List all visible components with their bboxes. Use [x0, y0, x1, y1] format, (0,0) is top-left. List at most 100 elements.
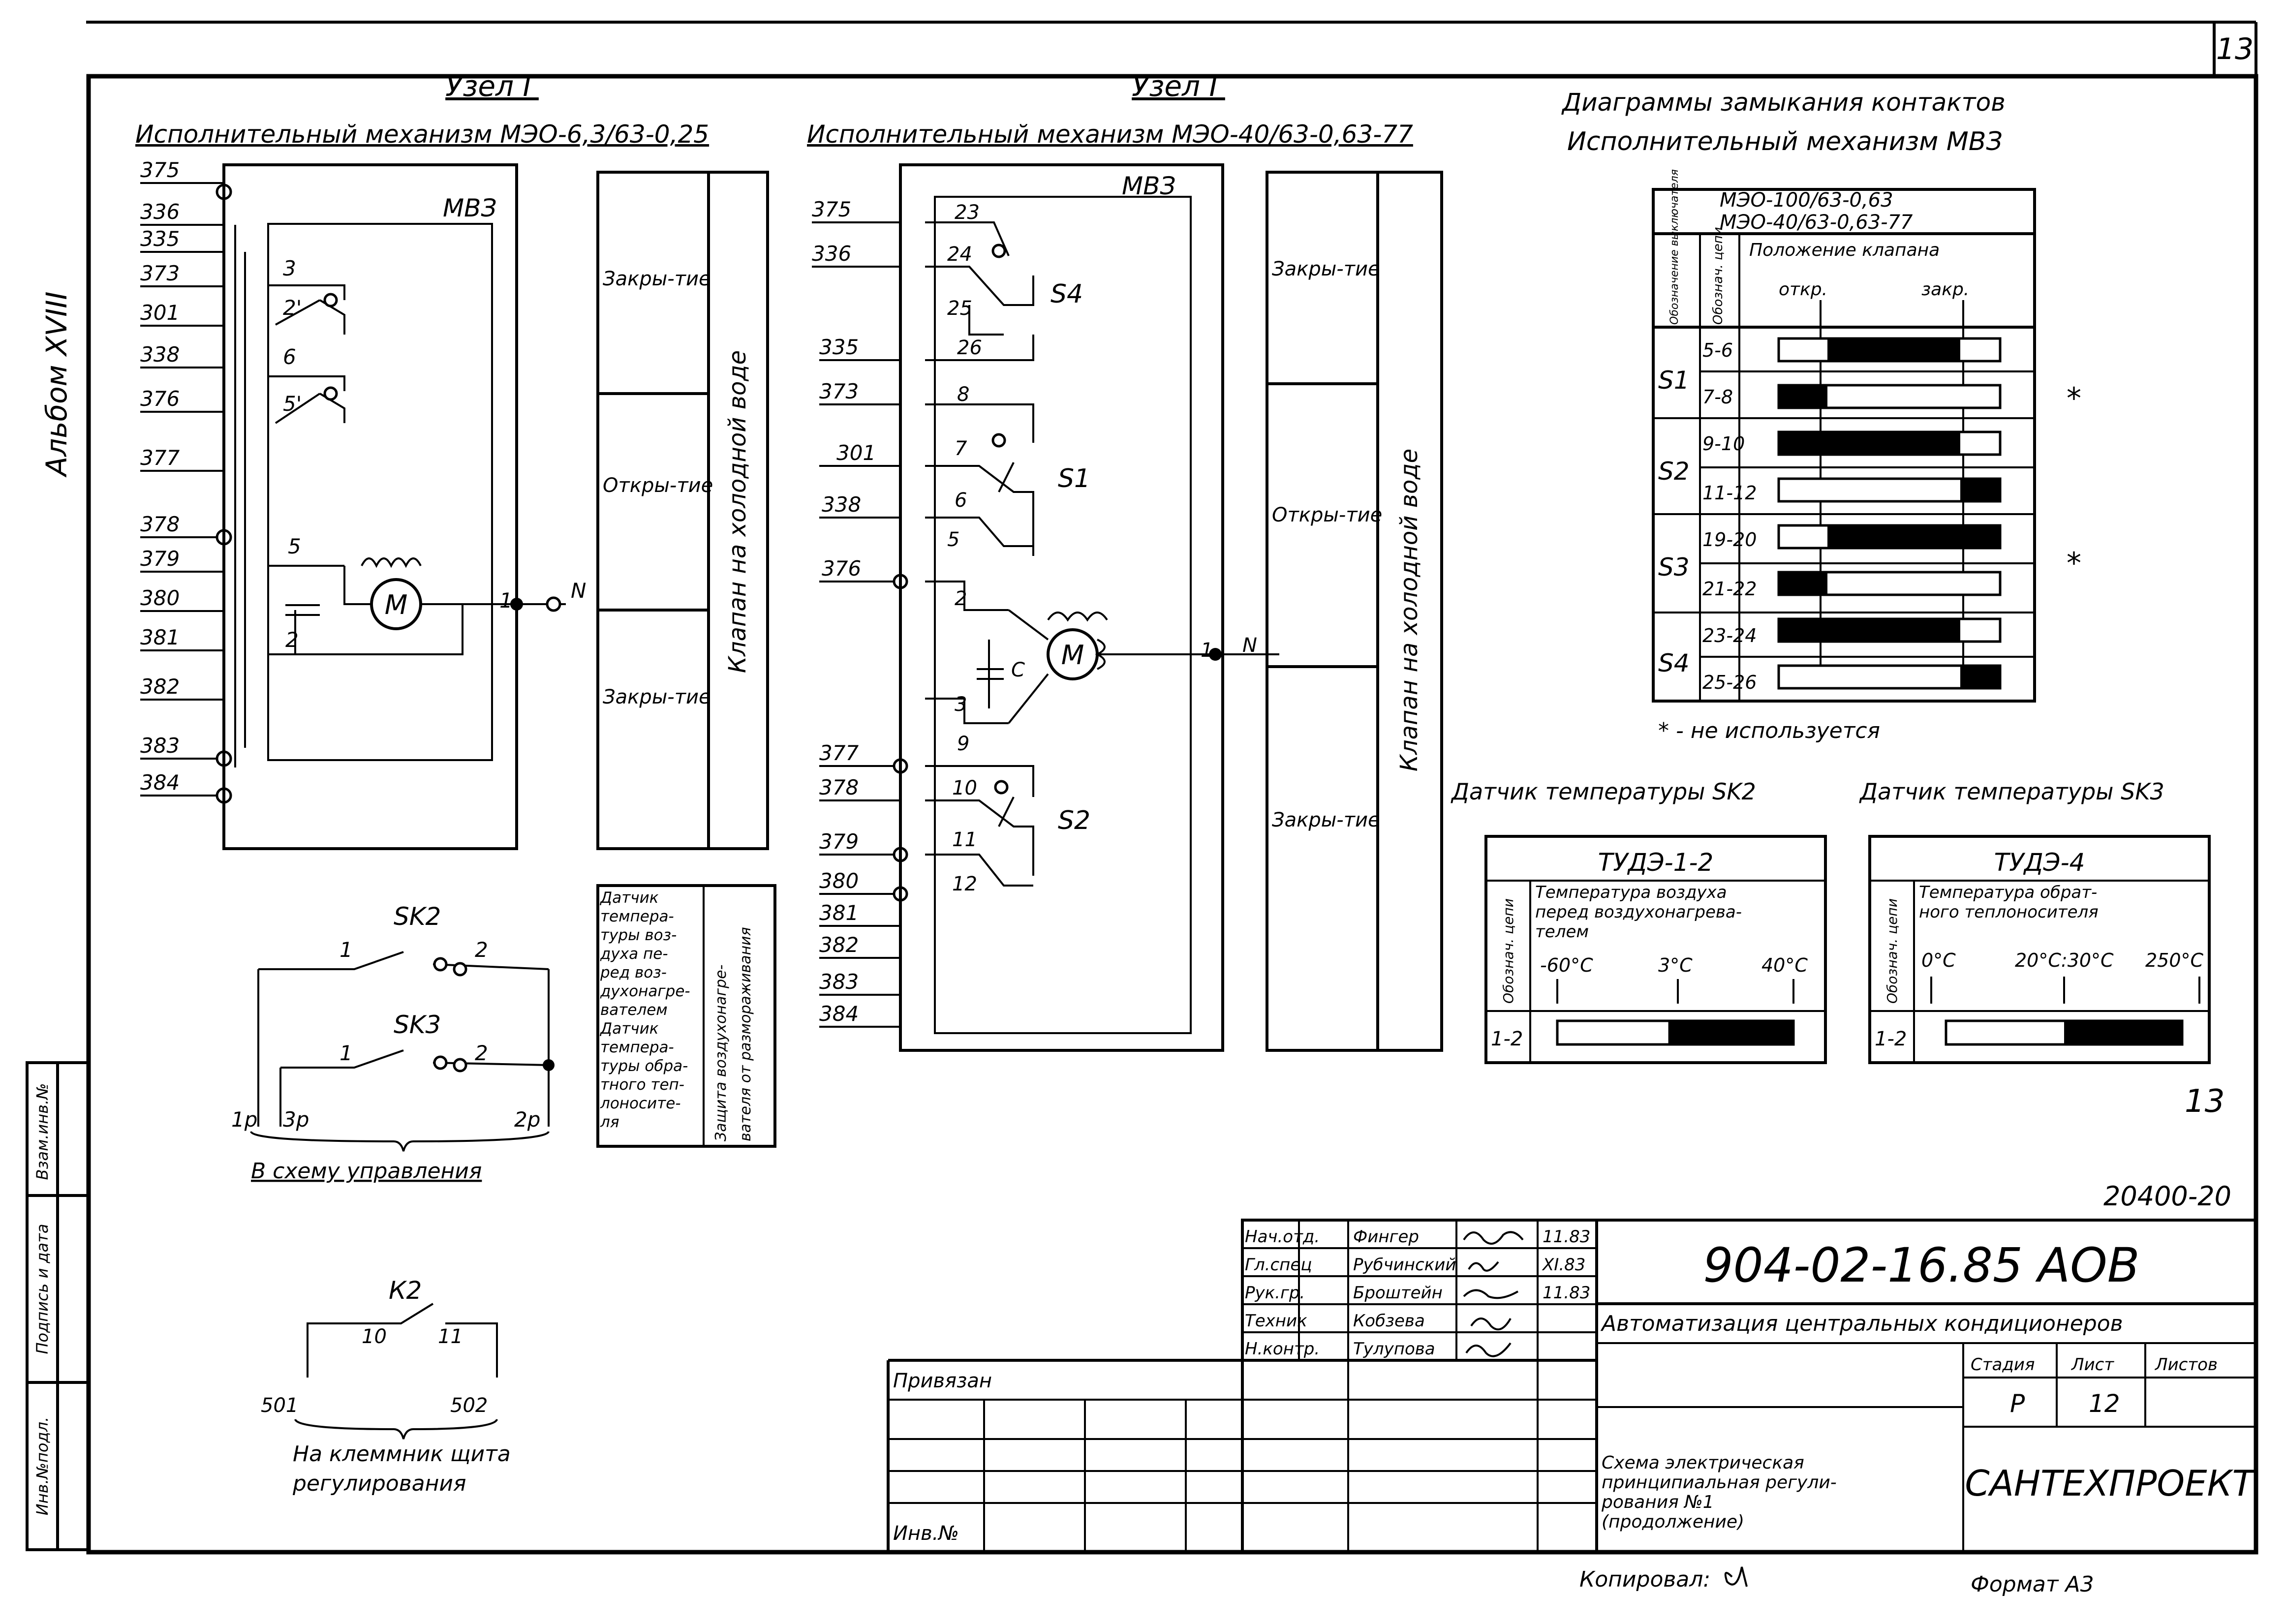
relay-label: К2 — [389, 1276, 422, 1305]
right-node-title: Узел Г — [1132, 69, 1227, 103]
contact-switch-name: S1 — [1658, 366, 1690, 395]
left-terminal-label: 378 — [140, 512, 180, 536]
left-side-label-close2: Закры-тие — [603, 686, 711, 708]
sk3-circuit: 1-2 — [1875, 1028, 1907, 1050]
contact-bar-fill — [1779, 432, 1960, 455]
right-terminal-label: 384 — [819, 1002, 859, 1026]
left-mvz-frame — [222, 163, 518, 850]
desc-line-1: Схема электрическая — [1602, 1453, 1804, 1473]
legend-line: Датчик — [599, 889, 659, 907]
relay-pin-11: 11 — [438, 1325, 463, 1348]
right-terminal-label: 301 — [836, 441, 876, 465]
contact-bars — [1777, 337, 2002, 690]
left-contact-label: 3 — [283, 256, 296, 280]
end-1p: 1р — [231, 1107, 257, 1132]
sheet-frame: 1 3 Альбом XVIII — [40, 21, 2258, 1555]
right-side-label-open: Откры-тие — [1272, 504, 1382, 526]
sheet-value: 12 — [2089, 1389, 2120, 1418]
stamp-inv-podl: Инв.№подл. — [33, 1417, 52, 1515]
staff-role: Н.контр. — [1245, 1339, 1320, 1359]
right-contact-label: 5 — [947, 528, 959, 551]
left-terminal-label: 382 — [140, 674, 180, 699]
sk3-bar-fill — [2064, 1021, 2182, 1044]
right-contact-label: 11 — [952, 828, 977, 851]
stage-value: Р — [2010, 1389, 2025, 1418]
right-contacts: 23 24 25 26 8 7 6 5 2 3 9 10 11 12 1 N C — [947, 201, 1257, 895]
switch-label-s2: S2 — [1058, 806, 1090, 835]
relay-caption-2: регулирования — [292, 1471, 466, 1496]
inv-label: Инв.№ — [893, 1522, 959, 1545]
legend-line: туры обра- — [600, 1057, 688, 1075]
contact-switch-name: S4 — [1658, 649, 1690, 677]
left-side-label-close1: Закры-тие — [603, 268, 711, 290]
sk2-tick-min: -60°С — [1540, 954, 1593, 976]
right-mechanism-title: Исполнительный механизм МЭО-40/63-0,63-7… — [807, 120, 1413, 149]
right-contact-label: 6 — [955, 489, 967, 512]
right-valve-label: Клапан на холодной воде — [1395, 449, 1423, 771]
right-contact-label: 23 — [955, 201, 980, 224]
album-label: Альбом XVIII — [40, 291, 73, 478]
right-contact-label: N — [1242, 634, 1257, 657]
contact-diagram-title: Диаграммы замыкания контактов — [1561, 88, 2006, 117]
sk3-col-header: Обознач. цепи — [1884, 898, 1900, 1004]
right-diagram: Узел Г Исполнительный механизм МЭО-40/63… — [807, 69, 1443, 1052]
left-terminal-label: 377 — [140, 446, 180, 470]
staff-rows: Нач.отд. Фингер 11.83 Гл.спец Рубчинский… — [1245, 1227, 1590, 1359]
copied-by: Копировал: — [1579, 1567, 1710, 1592]
contact-diagram-note: * - не используется — [1658, 718, 1880, 743]
left-terminal-label: 375 — [140, 158, 180, 182]
right-contact-label: 9 — [957, 733, 969, 755]
stamp-vzam-inv: Взам.инв.№ — [33, 1083, 52, 1180]
model-1: МЭО-100/63-0,63 — [1720, 189, 1893, 212]
right-terminal-label: 381 — [819, 901, 859, 925]
staff-date: 11.83 — [1543, 1227, 1590, 1247]
right-contact-label: 26 — [957, 337, 982, 359]
legend-protection-2: вателя от размораживания — [737, 927, 754, 1141]
left-contact-label: 2 — [285, 628, 299, 652]
right-contact-label: 8 — [957, 383, 969, 406]
left-terminal-label: 338 — [140, 342, 180, 367]
right-side-label-close1: Закры-тие — [1272, 258, 1380, 280]
sk2-pin2: 2 — [475, 938, 488, 962]
contact-bar-fill — [1960, 666, 2000, 688]
right-contact-label: 7 — [955, 437, 967, 460]
right-terminal-label: 373 — [819, 379, 859, 403]
sk2-col-header: Обознач. цепи — [1500, 898, 1516, 1004]
left-side-table — [596, 171, 769, 850]
contact-circuit-label: 5-6 — [1702, 339, 1733, 361]
signature-marks — [1463, 1231, 1524, 1357]
contact-bar-fill — [1779, 572, 1827, 595]
desc-line-4: (продолжение) — [1602, 1512, 1744, 1532]
legend-line: духонагре- — [600, 982, 690, 1000]
left-contacts: 3 2' 6 5' 5 2 1 N — [283, 256, 586, 652]
relay-wire-501: 501 — [261, 1394, 298, 1417]
format-label: Формат А3 — [1971, 1572, 2094, 1597]
staff-role: Гл.спец — [1245, 1255, 1312, 1275]
legend-line: туры воз- — [600, 926, 677, 944]
sk3-pin2: 2 — [475, 1041, 488, 1065]
legend-line: тного теп- — [600, 1076, 684, 1094]
staff-name: Рубчинский — [1353, 1255, 1456, 1275]
left-terminal-label: 336 — [140, 200, 180, 224]
sk3-desc-2: ного теплоносителя — [1919, 902, 2099, 922]
contact-bar-fill — [1827, 338, 1960, 361]
switch-label-s4: S4 — [1050, 279, 1083, 309]
left-terminal-label: 380 — [140, 586, 180, 610]
left-diagram: Узел Г Исполнительный механизм МЭО-6,3/6… — [135, 69, 769, 850]
left-terminal-label: 383 — [140, 734, 180, 758]
legend-protection-1: Защита воздухонагре- — [712, 965, 730, 1141]
legend-line: духа пе- — [600, 945, 668, 963]
left-valve-label: Клапан на холодной воде — [724, 350, 751, 673]
sk3-bar — [1945, 1019, 2184, 1046]
right-terminal-label: 378 — [819, 775, 859, 799]
right-terminal-label: 335 — [819, 335, 859, 359]
sensor-schematic: SK2 SK3 1 2 1 2 1р 3р 2р В схему управле… — [231, 884, 776, 1184]
sk2-tick-mid: 3°С — [1658, 954, 1693, 976]
sk2-label: SK2 — [394, 902, 441, 931]
sk2-pin1: 1 — [340, 938, 353, 962]
legend-line: лоносите- — [600, 1095, 681, 1112]
staff-date: XI.83 — [1542, 1255, 1585, 1275]
right-side-table — [1266, 171, 1443, 1052]
left-contact-label: 5 — [288, 534, 301, 558]
staff-name: Фингер — [1353, 1227, 1419, 1247]
